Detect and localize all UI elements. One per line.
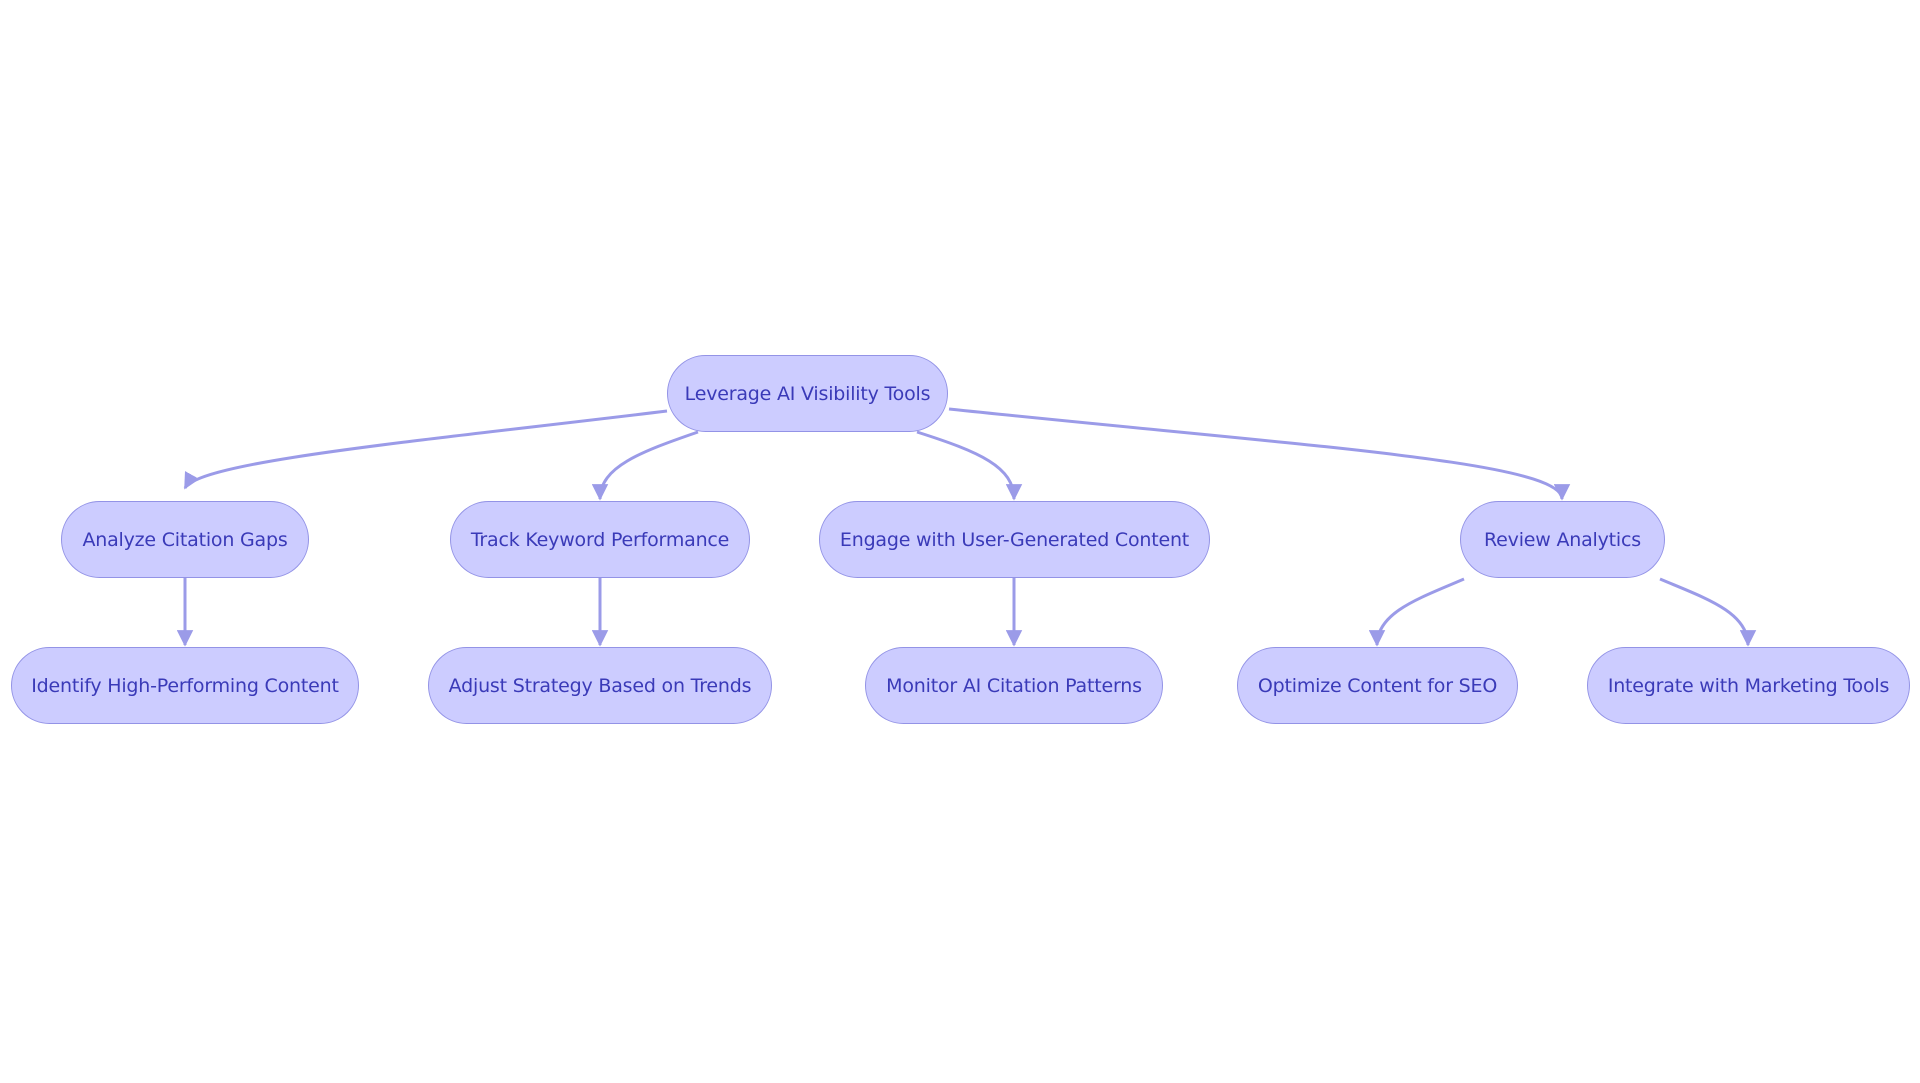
node-review-analytics[interactable]: Review Analytics <box>1460 501 1665 578</box>
edge-root-to-track <box>591 430 699 501</box>
node-integrate-with-marketing-tools[interactable]: Integrate with Marketing Tools <box>1587 647 1910 724</box>
node-identify-high-performing-content[interactable]: Identify High-Performing Content <box>11 647 359 724</box>
node-analyze-citation-gaps[interactable]: Analyze Citation Gaps <box>61 501 309 578</box>
node-leverage-ai-visibility-tools[interactable]: Leverage AI Visibility Tools <box>667 355 948 432</box>
node-monitor-ai-citation-patterns[interactable]: Monitor AI Citation Patterns <box>865 647 1163 724</box>
edge-root-to-engage <box>916 430 1023 501</box>
node-track-keyword-performance[interactable]: Track Keyword Performance <box>450 501 750 578</box>
edge-review-to-integrate <box>1659 577 1757 647</box>
edge-root-to-analyze <box>183 409 668 490</box>
node-optimize-content-for-seo[interactable]: Optimize Content for SEO <box>1237 647 1518 724</box>
edge-review-to-optimize <box>1368 577 1465 647</box>
node-adjust-strategy-based-on-trends[interactable]: Adjust Strategy Based on Trends <box>428 647 772 724</box>
edge-root-to-review <box>948 407 1571 501</box>
node-engage-with-user-generated-content[interactable]: Engage with User-Generated Content <box>819 501 1210 578</box>
